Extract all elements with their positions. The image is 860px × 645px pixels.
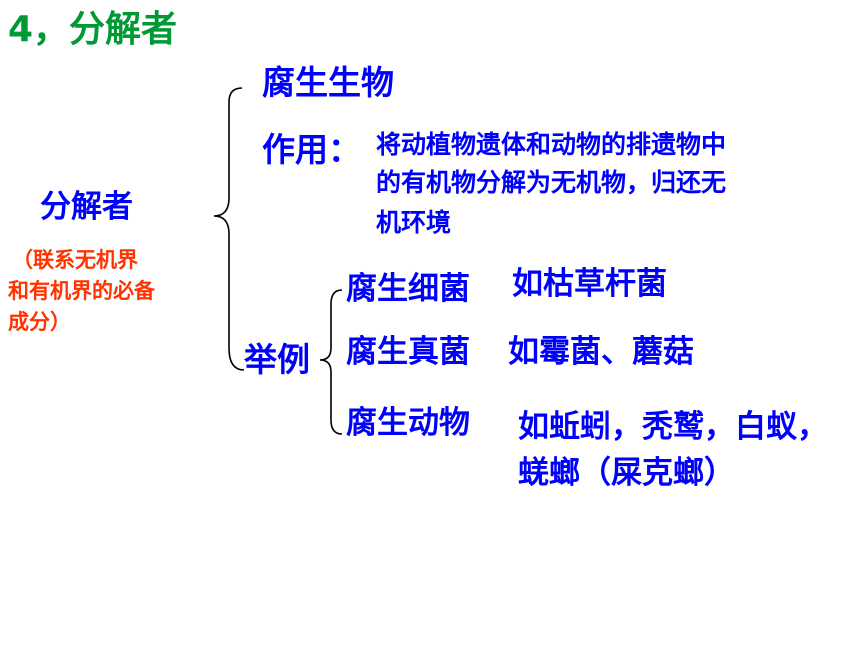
function-line: 机环境	[376, 208, 452, 237]
example-detail: 如枯草杆菌	[512, 266, 667, 302]
role-note-line: （联系无机界	[12, 248, 138, 272]
role-note-line: 成分）	[8, 310, 71, 334]
page-title: 4，分解者	[8, 9, 178, 50]
decomposer-label: 分解者	[40, 189, 133, 225]
examples-label: 举例	[244, 340, 310, 379]
example-detail: 如蚯蚓，秃鹫，白蚁，	[518, 409, 828, 445]
example-detail: 蜣螂（屎克螂）	[518, 455, 735, 491]
example-category: 腐生真菌	[346, 334, 470, 370]
function-line: 将动植物遗体和动物的排遗物中	[376, 130, 727, 159]
example-brace	[319, 289, 343, 435]
function-label: 作用：	[262, 130, 361, 169]
example-detail: 如霉菌、蘑菇	[508, 334, 694, 370]
example-category: 腐生动物	[346, 405, 470, 441]
role-note-line: 和有机界的必备	[8, 279, 155, 303]
example-category: 腐生细菌	[346, 271, 470, 307]
main-brace	[213, 87, 245, 371]
function-line: 的有机物分解为无机物，归还无	[376, 168, 727, 197]
saprophyte-label: 腐生生物	[262, 63, 394, 102]
